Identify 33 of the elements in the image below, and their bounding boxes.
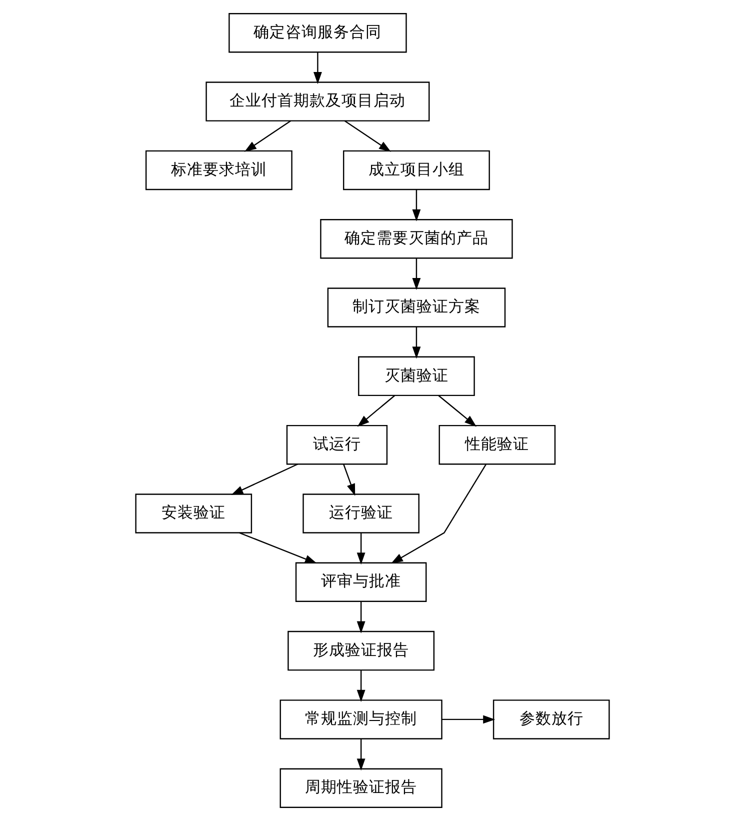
arrow <box>356 532 365 565</box>
node-box: 制订灭菌验证方案 <box>326 288 506 328</box>
arrow <box>356 738 365 771</box>
node-box: 性能验证 <box>438 424 556 465</box>
arrow <box>412 326 420 359</box>
node-box: 安装验证 <box>134 494 252 534</box>
arrow <box>412 258 420 290</box>
arrow <box>356 395 395 427</box>
arrow <box>441 715 495 724</box>
node-box: 成立项目小组 <box>342 150 490 190</box>
arrow <box>344 120 391 152</box>
node-box: 试运行 <box>286 424 388 465</box>
node-box: 标准要求培训 <box>144 150 292 190</box>
arrow <box>244 120 291 152</box>
node-box: 确定需要灭菌的产品 <box>320 218 512 259</box>
arrow <box>438 395 476 427</box>
arrow <box>390 464 486 564</box>
node-box: 参数放行 <box>492 700 610 740</box>
node-box: 周期性验证报告 <box>279 768 442 808</box>
node-box: 确定咨询服务合同 <box>228 13 406 53</box>
node-box: 评审与批准 <box>294 562 426 602</box>
node-box: 常规监测与控制 <box>279 700 442 740</box>
arrow <box>342 464 355 496</box>
arrow <box>230 464 298 495</box>
node-box: 灭菌验证 <box>358 356 474 396</box>
arrow <box>312 52 322 84</box>
arrow <box>238 532 317 564</box>
node-box: 形成验证报告 <box>287 630 434 671</box>
arrow <box>356 670 365 702</box>
arrow <box>356 601 365 634</box>
node-box: 运行验证 <box>302 494 419 534</box>
node-box: 企业付首期款及项目启动 <box>205 82 430 122</box>
arrow <box>412 190 420 222</box>
